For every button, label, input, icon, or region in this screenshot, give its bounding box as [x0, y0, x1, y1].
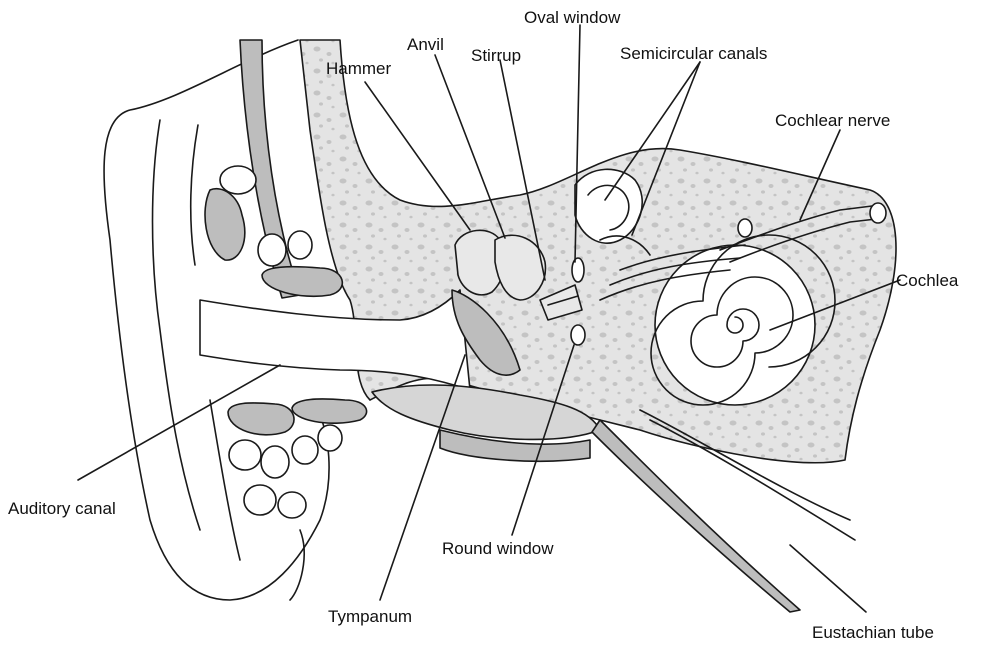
oval-window — [572, 258, 584, 282]
label-stirrup: Stirrup — [471, 47, 521, 64]
label-anvil: Anvil — [407, 36, 444, 53]
label-hammer: Hammer — [326, 60, 391, 77]
label-tympanum: Tympanum — [328, 608, 412, 625]
label-auditory-canal: Auditory canal — [8, 500, 116, 517]
label-round-window: Round window — [442, 540, 554, 557]
pinna-inner-fold — [153, 120, 201, 530]
round-window — [571, 325, 585, 345]
label-cochlear-nerve: Cochlear nerve — [775, 112, 890, 129]
label-oval-window: Oval window — [524, 9, 620, 26]
label-semicircular-canals: Semicircular canals — [620, 45, 767, 62]
label-cochlea: Cochlea — [896, 272, 958, 289]
label-eustachian-tube: Eustachian tube — [812, 624, 934, 641]
